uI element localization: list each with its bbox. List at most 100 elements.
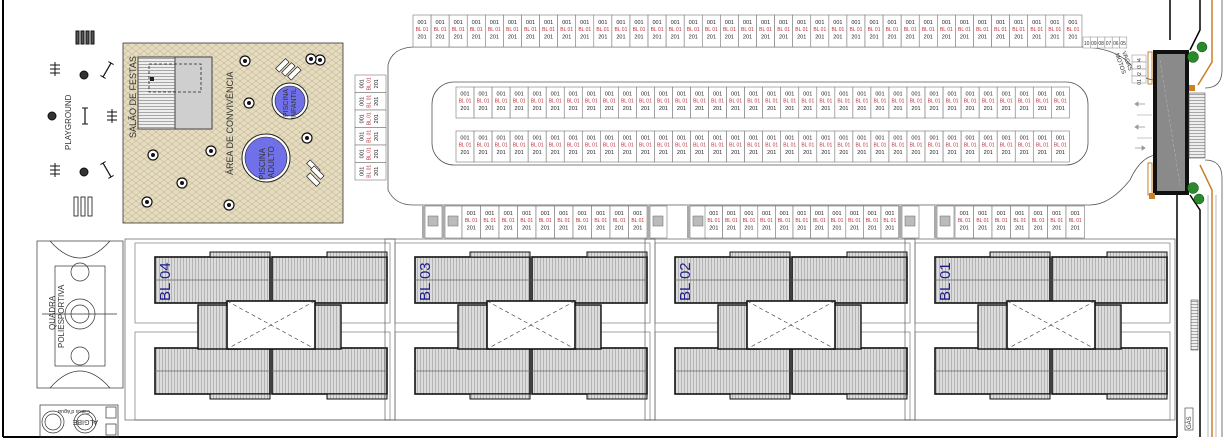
parking-space-label: 001 <box>641 136 650 142</box>
parking-space-label: 201 <box>562 35 571 41</box>
parking-space-label: BL 01 <box>873 99 886 105</box>
building-wing <box>154 347 271 400</box>
svg-text:02: 02 <box>1137 72 1143 78</box>
parking-space-label: BL 01 <box>1012 27 1025 33</box>
parking-space-label: BL 01 <box>524 27 537 33</box>
parking-space-label: 001 <box>677 92 686 98</box>
seesaw-icon <box>82 107 88 125</box>
parking-space-label: 201 <box>374 114 380 123</box>
parking-space-label: 001 <box>1050 20 1059 26</box>
parking-space-label: 201 <box>821 106 830 112</box>
parking-space-label: 001 <box>515 92 524 98</box>
court-label-1: QUADRA <box>48 295 57 330</box>
parking-space-label: 201 <box>815 35 824 41</box>
parking-space-label: BL 01 <box>483 218 496 224</box>
parking-space-label: BL 01 <box>531 99 544 105</box>
parking-space-label: 201 <box>978 226 987 232</box>
site-boundary <box>2 0 1178 438</box>
parking-space-label: BL 01 <box>488 27 501 33</box>
parking-space-label: 001 <box>472 20 481 26</box>
parking-space-label: 001 <box>761 20 770 26</box>
parking-space-label: BL 01 <box>940 27 953 33</box>
parking-space-label: BL 01 <box>711 143 724 149</box>
moto-space: 08 <box>1097 36 1106 49</box>
parking-space-label: 001 <box>695 136 704 142</box>
parking-space-label: 201 <box>888 35 897 41</box>
bench-icon <box>73 196 93 217</box>
parking-space-label: BL 01 <box>928 143 941 149</box>
parking-space-label: 001 <box>1002 92 1011 98</box>
parking-space-label: 001 <box>725 20 734 26</box>
parking-space-label: 001 <box>633 211 642 217</box>
parking-space-label: BL 01 <box>675 143 688 149</box>
parking-space-label: 001 <box>587 92 596 98</box>
parking-space-label: 201 <box>911 106 920 112</box>
tree-icon <box>1196 41 1208 53</box>
parking-space-label: 001 <box>641 92 650 98</box>
parking-space-label: 201 <box>978 35 987 41</box>
parking-space-label: 001 <box>966 136 975 142</box>
parking-space-label: BL 01 <box>759 27 772 33</box>
tree-icon <box>243 97 255 109</box>
parking-space-label: 001 <box>360 79 366 88</box>
parking-space-label: 201 <box>478 106 487 112</box>
tree-icon <box>1187 182 1199 194</box>
accessible-parking <box>934 205 955 239</box>
parking-space-label: 001 <box>942 20 951 26</box>
parking-space-label: 201 <box>803 150 812 156</box>
parking-space-label: 001 <box>569 136 578 142</box>
parking-space-label: 201 <box>725 35 734 41</box>
parking-space-label: 001 <box>478 92 487 98</box>
parking-space-label: BL 01 <box>976 218 989 224</box>
entrance-gate <box>1147 50 1206 199</box>
parking-space-label: 001 <box>569 92 578 98</box>
living-area-label: ÁREA DE CONVIVÊNCIA <box>225 71 235 175</box>
parking-space-label: BL 01 <box>596 27 609 33</box>
parking-space-label: 001 <box>616 20 625 26</box>
parking-space-label: BL 01 <box>795 218 808 224</box>
svg-text:07: 07 <box>1106 41 1112 47</box>
parking-space-label: 201 <box>857 106 866 112</box>
parking-space-label: 201 <box>1034 226 1043 232</box>
svg-text:10: 10 <box>1084 41 1090 47</box>
parking-space-label: 201 <box>454 35 463 41</box>
parking-space-label: 201 <box>677 150 686 156</box>
parking-space-label: 201 <box>713 106 722 112</box>
parking-space-label: 201 <box>743 35 752 41</box>
parking-space-label: 201 <box>966 150 975 156</box>
parking-space-label: 001 <box>767 136 776 142</box>
parking-space-label: 201 <box>569 150 578 156</box>
traffic-arrows <box>1134 101 1152 151</box>
party-hall: SALÃO DE FESTAS <box>128 56 213 138</box>
parking-space-label: 001 <box>744 211 753 217</box>
parking-space-label: 001 <box>911 136 920 142</box>
central-void <box>746 300 836 350</box>
parking-space-label: 201 <box>533 150 542 156</box>
parking-space-label: 001 <box>1038 136 1047 142</box>
parking-space-label: 001 <box>1056 136 1065 142</box>
parking-space-label: BL 01 <box>539 218 552 224</box>
parking-space-label: BL 01 <box>470 27 483 33</box>
